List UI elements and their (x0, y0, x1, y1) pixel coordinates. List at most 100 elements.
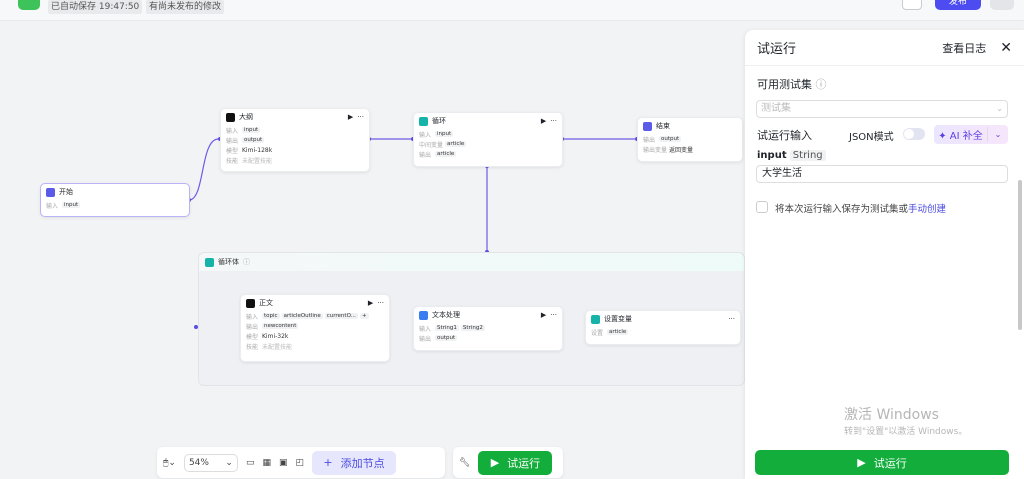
minimap-icon[interactable]: ▣ (278, 457, 288, 468)
chevron-down-icon: ⌄ (996, 104, 1003, 113)
text-icon (419, 310, 428, 320)
add-node-button[interactable]: + 添加节点 (312, 450, 397, 475)
row-value: 返回变量 (669, 146, 694, 154)
layout-icon[interactable]: ▦ (262, 457, 271, 468)
top-bar: 已自动保存 19:47:50 有尚未发布的修改 发布 (0, 0, 1024, 21)
row-value: String2 (460, 325, 485, 331)
testset-label-text: 可用测试集 (757, 78, 812, 91)
row-value: Kimi-128k (242, 146, 273, 154)
test-run-label: 试运行 (507, 456, 541, 470)
canvas-toolbar: 🖱︎⌄ 54%⌄ ▭ ▦ ▣ ◰ + 添加节点 (157, 447, 445, 478)
mouse-mode-icon[interactable]: 🖱︎⌄ (163, 457, 176, 468)
row-value: newcontent (262, 323, 299, 329)
more-icon[interactable]: ··· (357, 113, 364, 121)
testset-select[interactable]: 测试集 ⌄ (756, 100, 1008, 118)
more-icon[interactable]: ··· (550, 311, 557, 319)
zoom-select[interactable]: 54%⌄ (183, 453, 238, 472)
field-name: input (757, 150, 787, 161)
add-node-label: 添加节点 (340, 456, 385, 470)
row-value: Kimi-32k (262, 332, 289, 340)
panel-title: 试运行 (757, 42, 797, 57)
row-label: 输出 (419, 151, 432, 159)
node-title: 正文 (259, 299, 273, 307)
save-text: 将本次运行输入保存为测试集或 (775, 204, 909, 215)
info-icon[interactable]: ⓘ (243, 258, 250, 266)
row-label: 输入 (419, 131, 432, 139)
panel-run-button[interactable]: ▶试运行 (755, 450, 1009, 475)
row-value: article (607, 329, 629, 335)
testset-placeholder: 测试集 (761, 103, 791, 114)
node-title: 开始 (59, 188, 73, 196)
autosave-status: 已自动保存 19:47:50 (48, 0, 143, 14)
fit-view-icon[interactable]: ◰ (295, 457, 305, 468)
play-icon[interactable]: ▶ (347, 113, 354, 121)
row-value: currentO... (324, 313, 358, 319)
manual-create-link[interactable]: 手动创建 (908, 204, 947, 215)
node-title: 设置变量 (604, 315, 632, 323)
loop-icon (419, 116, 428, 126)
more-icon[interactable]: ··· (377, 299, 384, 307)
end-icon (643, 121, 652, 131)
row-label: 技能 (246, 343, 259, 351)
panel-run-label: 试运行 (873, 456, 907, 470)
row-label: 输入 (419, 325, 432, 333)
llm-icon (246, 298, 255, 308)
publish-button[interactable]: 发布 (935, 0, 981, 10)
row-label: 中间变量 (419, 141, 444, 149)
ai-fill-button[interactable]: ✦ AI 补全 ⌄ (934, 125, 1008, 144)
play-icon[interactable]: ▶ (367, 299, 374, 307)
ai-fill-main[interactable]: ✦ AI 补全 (934, 127, 988, 142)
node-title: 循环 (432, 117, 446, 125)
comment-icon[interactable]: ▭ (245, 457, 255, 468)
view-log-link[interactable]: 查看日志 (942, 41, 987, 55)
json-mode-label: JSON模式 (849, 132, 894, 143)
row-value: output (659, 136, 682, 142)
save-testset-text: 将本次运行输入保存为测试集或手动创建 (775, 201, 946, 215)
avatar[interactable] (990, 0, 1014, 10)
row-value: article (435, 151, 457, 157)
wrench-icon[interactable]: 🔧︎ (459, 457, 471, 468)
row-value: topic (262, 313, 280, 319)
row-value: input (62, 202, 81, 208)
run-toolbar: 🔧︎ ▶ 试运行 (453, 447, 563, 478)
close-icon[interactable]: ✕ (1000, 39, 1012, 56)
scrollbar[interactable] (1018, 180, 1022, 330)
save-testset-checkbox[interactable] (756, 201, 768, 213)
row-label: 输入 (226, 127, 239, 135)
chevron-down-icon[interactable]: ⌄ (994, 130, 1002, 139)
more-icon[interactable]: ··· (550, 117, 557, 125)
row-label: 模型 (246, 333, 259, 341)
plus-icon: + (323, 456, 333, 469)
json-mode-toggle[interactable] (903, 128, 925, 140)
copy-icon[interactable] (902, 0, 922, 10)
info-icon[interactable]: ⓘ (815, 78, 827, 91)
row-label: 输出 (419, 335, 432, 343)
row-label: 技能 (226, 157, 239, 165)
node-title: 文本处理 (432, 311, 460, 319)
row-label: 输出 (226, 137, 239, 145)
play-icon[interactable]: ▶ (540, 311, 547, 319)
run-input-label: 试运行输入 (757, 129, 812, 142)
play-icon: ▶ (490, 456, 500, 469)
play-icon[interactable]: ▶ (540, 117, 547, 125)
row-label: 输出变量 (643, 146, 668, 154)
test-run-button[interactable]: ▶ 试运行 (478, 450, 553, 475)
row-label: 输入 (46, 202, 59, 210)
chevron-down-icon: ⌄ (225, 457, 233, 468)
row-value: article (445, 141, 467, 147)
ai-fill-label: AI 补全 (949, 131, 983, 142)
row-value: output (242, 137, 265, 143)
row-label: 输入 (246, 313, 259, 321)
node-title: 大纲 (239, 113, 253, 121)
input-field[interactable]: 大学生活 (756, 165, 1008, 183)
edge-start-outline (188, 138, 219, 201)
row-value: input (435, 131, 454, 137)
more-icon[interactable]: ··· (728, 315, 735, 323)
